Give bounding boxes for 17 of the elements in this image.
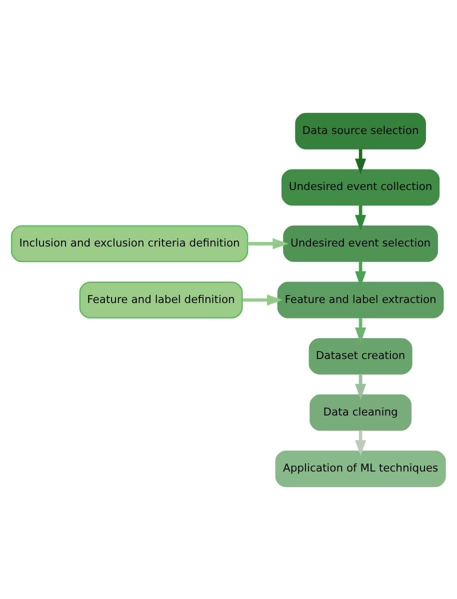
arrow [355,430,366,456]
node-box: Dataset creation [308,338,412,374]
arrow [242,294,283,306]
arrow [355,204,366,230]
arrow [355,261,366,286]
node-box: Data source selection [295,112,426,149]
node-box: Feature and label extraction [277,281,444,318]
node-box: Inclusion and exclusion criteria definition [10,224,248,262]
arrow [355,148,366,174]
arrow [248,238,288,249]
node-box: Data cleaning [310,394,412,430]
arrow [355,317,366,343]
node-box: Undesired event collection [281,168,440,206]
node-box: Feature and label definition [79,281,243,318]
arrow [355,374,366,400]
node-box: Undesired event selection [283,225,438,262]
node-box: Application of ML techniques [275,450,446,487]
